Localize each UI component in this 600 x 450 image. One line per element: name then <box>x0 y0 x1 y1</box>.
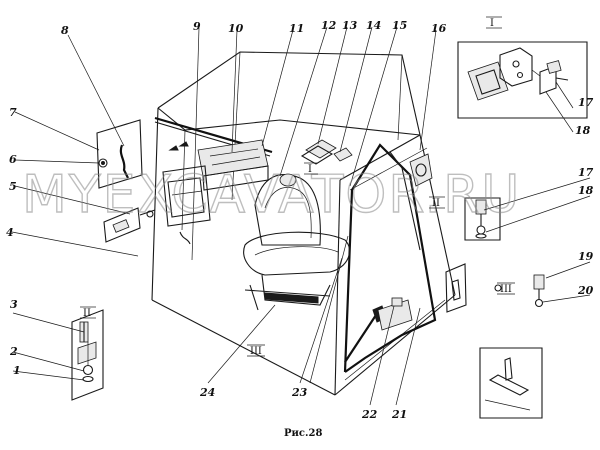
callout-labels: 1 2 3 4 5 6 7 8 9 10 11 12 13 14 15 16 1… <box>6 19 594 421</box>
callout-19: 19 <box>578 250 594 263</box>
small-plates <box>300 139 353 165</box>
callout-9: 9 <box>193 20 201 33</box>
callout-12: 12 <box>321 19 337 32</box>
callout-8: 8 <box>61 24 69 37</box>
operator-seat <box>243 173 350 311</box>
rear-lamp <box>409 153 433 187</box>
callout-1: 1 <box>13 364 21 377</box>
callout-14: 14 <box>366 19 381 32</box>
view-markers: I I II II III III <box>80 16 515 357</box>
callout-10: 10 <box>228 22 244 35</box>
left-bracket-assembly <box>96 119 191 245</box>
inset-view-ii-left <box>71 309 104 401</box>
callout-17-inset: 17 <box>578 96 594 109</box>
door-handrail <box>343 143 437 373</box>
callout-5: 5 <box>9 180 17 193</box>
callout-2: 2 <box>9 345 18 358</box>
callout-20: 20 <box>577 284 594 297</box>
view-marker-ii-inset: II <box>83 308 91 319</box>
callout-11: 11 <box>289 22 304 35</box>
view-marker-i-inset: I <box>490 18 494 29</box>
side-shelf <box>162 165 211 227</box>
watermark-text: MYEXCAVATOR.RU <box>22 165 521 225</box>
callout-21: 21 <box>391 408 407 421</box>
inset-view-ii-right <box>464 197 501 241</box>
hinge-plate <box>445 263 502 313</box>
callout-18-inset: 18 <box>575 124 591 137</box>
callout-7: 7 <box>9 106 17 119</box>
callout-4: 4 <box>6 226 14 239</box>
view-marker-i: I <box>308 164 312 175</box>
callout-6: 6 <box>9 153 17 166</box>
view-marker-iii: III <box>250 346 262 357</box>
callout-16: 16 <box>431 22 447 35</box>
cab-frame <box>151 51 456 396</box>
callout-3: 3 <box>10 298 18 311</box>
inset-view-i <box>457 41 588 119</box>
view-marker-ii: II <box>432 198 440 209</box>
figure-caption: Рис.28 <box>284 428 322 439</box>
callout-13: 13 <box>342 19 358 32</box>
view-marker-iii-right: III <box>500 284 512 295</box>
callout-17: 17 <box>578 166 594 179</box>
inset-view-iii-right <box>479 274 545 419</box>
callout-24: 24 <box>199 386 215 399</box>
control-lever <box>344 297 413 363</box>
callout-18: 18 <box>578 184 594 197</box>
leader-lines <box>11 26 591 406</box>
callout-22: 22 <box>361 408 378 421</box>
callout-23: 23 <box>291 386 308 399</box>
callout-15: 15 <box>392 19 407 32</box>
